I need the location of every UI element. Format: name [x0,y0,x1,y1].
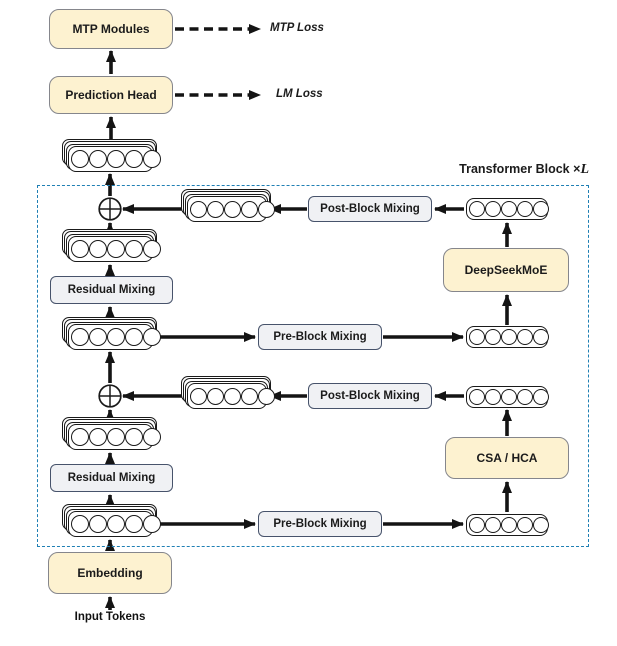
circle-plus-icon [98,197,122,221]
token-circle [71,428,89,446]
token-row [68,324,161,350]
residual-mixing-top-box: Residual Mixing [50,276,173,304]
lm-loss-label: LM Loss [276,88,323,100]
token-circle [485,517,501,533]
token-stack-postmix-bottom [181,375,275,409]
token-circle [469,201,485,217]
block-count-variable: L [580,162,589,177]
pre-block-mixing-top-box: Pre-Block Mixing [258,324,382,350]
token-circle [501,517,517,533]
token-circle [501,201,517,217]
token-circle [107,240,125,258]
token-circle [89,428,107,446]
token-circle [89,150,107,168]
mtp-modules-box: MTP Modules [49,9,173,49]
post-block-mixing-bottom-box: Post-Block Mixing [308,383,432,409]
token-circle [258,200,275,218]
token-circle [501,329,517,345]
token-circle [107,328,125,346]
token-circle [241,200,258,218]
token-circle [107,515,125,533]
token-circle [143,428,161,446]
token-circle [469,517,485,533]
token-circle [89,240,107,258]
token-row-moe-in [466,326,549,348]
token-circle [190,200,207,218]
token-circle [89,515,107,533]
input-tokens-label: Input Tokens [74,611,146,623]
transformer-block-label: Transformer Block ×L [389,162,589,178]
token-circle [469,389,485,405]
token-row [68,146,161,172]
token-circle [143,150,161,168]
token-stack-output [62,138,161,172]
token-circle [533,389,549,405]
token-circle [207,200,224,218]
token-circle [533,201,549,217]
deepseekmoe-box: DeepSeekMoE [443,248,569,292]
token-row [187,383,275,409]
token-circle [207,387,224,405]
token-circle [517,329,533,345]
times-symbol: × [573,162,581,176]
token-circle [501,389,517,405]
mtp-loss-label: MTP Loss [270,22,324,34]
token-stack-residual-top [62,228,161,262]
post-block-mixing-top-box: Post-Block Mixing [308,196,432,222]
token-circle [107,150,125,168]
token-circle [533,329,549,345]
token-circle [125,150,143,168]
token-circle [241,387,258,405]
transformer-block-text: Transformer Block [459,162,570,176]
token-row [68,424,161,450]
token-circle [71,515,89,533]
token-row [187,196,275,222]
prediction-head-box: Prediction Head [49,76,173,114]
token-circle [125,428,143,446]
token-circle [258,387,275,405]
token-circle [71,240,89,258]
token-circle [485,201,501,217]
token-circle [517,389,533,405]
token-row-attn-out [466,386,549,408]
token-circle [125,240,143,258]
token-circle [190,387,207,405]
token-circle [517,517,533,533]
token-row-attn-in [466,514,549,536]
transformer-block-frame [37,185,589,547]
token-circle [485,329,501,345]
token-stack-mid [62,316,161,350]
token-circle [125,515,143,533]
embedding-box: Embedding [48,552,172,594]
token-circle [89,328,107,346]
token-circle [71,328,89,346]
token-row [68,511,161,537]
token-stack-postmix-top [181,188,275,222]
residual-mixing-bottom-box: Residual Mixing [50,464,173,492]
token-circle [533,517,549,533]
token-circle [143,240,161,258]
token-row-moe-out [466,198,549,220]
token-circle [143,328,161,346]
pre-block-mixing-bottom-box: Pre-Block Mixing [258,511,382,537]
circle-plus-icon [98,384,122,408]
token-circle [125,328,143,346]
token-stack-residual-bottom [62,416,161,450]
token-circle [469,329,485,345]
token-row [68,236,161,262]
token-stack-input [62,503,161,537]
csa-hca-box: CSA / HCA [445,437,569,479]
token-circle [143,515,161,533]
token-circle [107,428,125,446]
token-circle [485,389,501,405]
token-circle [517,201,533,217]
token-circle [224,387,241,405]
token-circle [224,200,241,218]
token-circle [71,150,89,168]
